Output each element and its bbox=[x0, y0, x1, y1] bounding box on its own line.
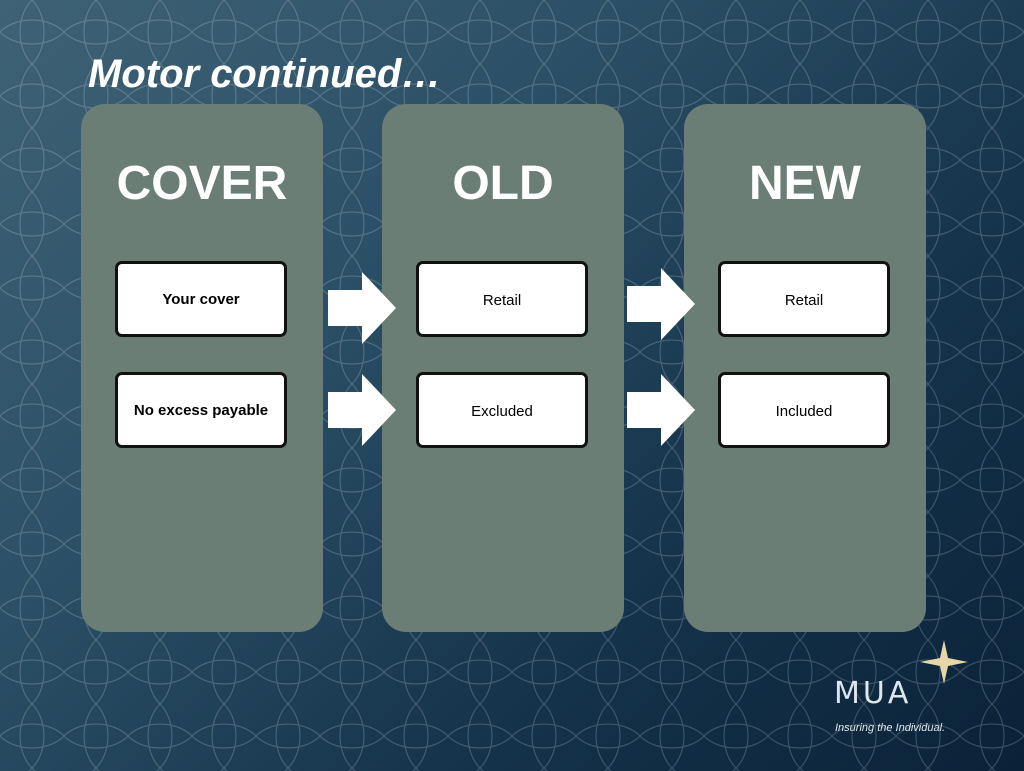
cover-column: COVER Your cover No excess payable bbox=[81, 104, 323, 632]
old-column: OLD Retail Excluded bbox=[382, 104, 624, 632]
cover-item-your-cover: Your cover bbox=[115, 261, 287, 337]
slide-title: Motor continued… bbox=[88, 52, 442, 96]
cover-heading: COVER bbox=[116, 157, 288, 210]
right-arrow-icon bbox=[627, 374, 695, 446]
cover-item-no-excess: No excess payable bbox=[115, 372, 287, 448]
new-heading: NEW bbox=[749, 157, 861, 210]
old-item-retail: Retail bbox=[416, 261, 588, 337]
new-item-included: Included bbox=[718, 372, 890, 448]
star-icon bbox=[920, 640, 968, 684]
mua-logo bbox=[920, 640, 968, 684]
right-arrow-icon bbox=[328, 374, 396, 446]
right-arrow-icon bbox=[627, 268, 695, 340]
logo-tagline: Insuring the Individual. bbox=[835, 722, 946, 734]
old-item-excluded: Excluded bbox=[416, 372, 588, 448]
logo-name: MUA bbox=[834, 676, 912, 711]
new-column: NEW Retail Included bbox=[684, 104, 926, 632]
new-item-retail: Retail bbox=[718, 261, 890, 337]
right-arrow-icon bbox=[328, 272, 396, 344]
old-heading: OLD bbox=[452, 157, 554, 210]
